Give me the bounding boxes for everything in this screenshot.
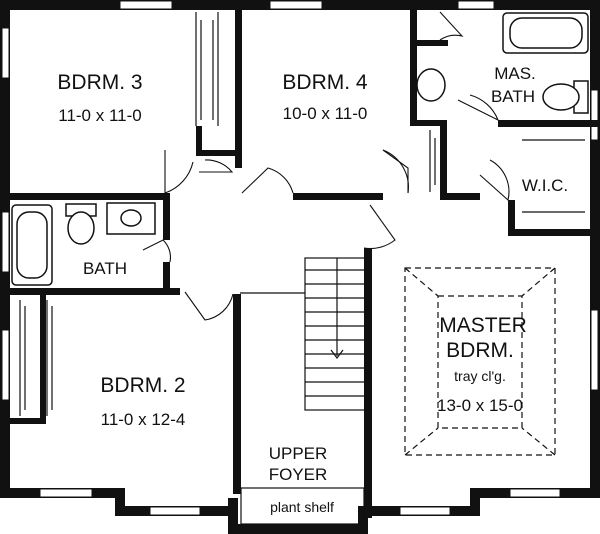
foyer-line1: UPPER (269, 444, 328, 463)
plant-shelf (240, 487, 365, 525)
room-bdrm3: BDRM. 3 11-0 x 11-0 (57, 71, 142, 125)
stairs (240, 257, 366, 411)
tray-ceiling (404, 267, 556, 456)
room-bdrm4: BDRM. 4 10-0 x 11-0 (282, 71, 368, 123)
wic-name: W.I.C. (522, 176, 568, 195)
master-note: tray cl'g. (454, 368, 506, 384)
foyer-line2: FOYER (269, 465, 328, 484)
bdrm3-size: 11-0 x 11-0 (58, 106, 141, 125)
room-bdrm2: BDRM. 2 11-0 x 12-4 (100, 374, 185, 429)
master-line2: BDRM. (446, 339, 514, 362)
bath-fixtures (11, 12, 589, 286)
bath-name: BATH (83, 259, 127, 278)
plant-shelf-label: plant shelf (270, 499, 334, 515)
room-mas-bath: MAS. BATH (491, 64, 536, 106)
bdrm4-size: 10-0 x 11-0 (283, 104, 368, 123)
mas-bath-line2: BATH (491, 87, 535, 106)
room-master: MASTER BDRM. tray cl'g. 13-0 x 15-0 (437, 314, 527, 415)
doors (142, 11, 510, 321)
master-line1: MASTER (439, 314, 527, 337)
room-foyer: UPPER FOYER plant shelf (269, 444, 334, 515)
master-size: 13-0 x 15-0 (437, 396, 523, 415)
bdrm4-name: BDRM. 4 (282, 71, 368, 94)
bdrm2-size: 11-0 x 12-4 (101, 410, 186, 429)
closets (19, 12, 585, 416)
mas-bath-line1: MAS. (494, 64, 536, 83)
room-bath: BATH (83, 259, 127, 278)
interior-walls (8, 8, 598, 518)
bdrm2-name: BDRM. 2 (100, 374, 185, 397)
bdrm3-name: BDRM. 3 (57, 71, 142, 94)
room-wic: W.I.C. (522, 176, 568, 195)
windows (1, 0, 599, 516)
